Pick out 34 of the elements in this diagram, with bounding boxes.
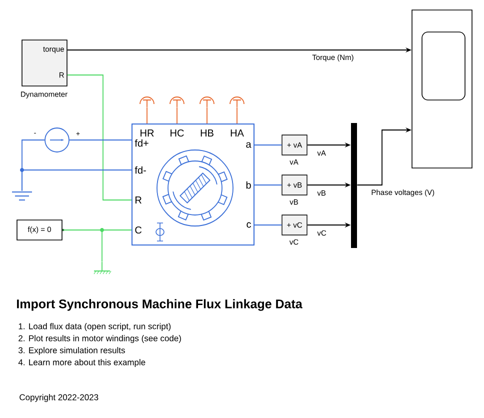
- thermal-port-symbol: [200, 96, 214, 108]
- list-item: 4. Learn more about this example: [18, 359, 146, 367]
- list-item: 2. Plot results in motor windings (see code): [18, 335, 181, 343]
- port-label: HB: [200, 130, 214, 136]
- connection-line: [102, 230, 132, 262]
- connection-line: [254, 184, 282, 186]
- connection-line: [254, 224, 282, 226]
- port-label: HC: [170, 129, 184, 137]
- port-label: c: [246, 222, 252, 228]
- title: Import Synchronous Machine Flux Linkage Data: [17, 299, 302, 311]
- connection-line: [146, 106, 148, 124]
- list-item: 3. Explore simulation results: [18, 347, 125, 355]
- port-label: R: [136, 196, 142, 204]
- port-label: C: [135, 226, 142, 234]
- connection-line: [236, 106, 238, 124]
- port-label: HA: [230, 130, 244, 136]
- connection-line: [254, 144, 282, 146]
- port-label: HR: [140, 130, 154, 136]
- port-label: a: [246, 142, 252, 148]
- thermal-port-symbol: [170, 96, 184, 108]
- port-label: fd+: [134, 139, 148, 147]
- electrical-ground-symbol: [12, 192, 32, 200]
- scope-block: [412, 10, 472, 168]
- list-item: 1. Load flux data (open script, run script): [18, 323, 171, 331]
- port-label: fd-: [134, 166, 146, 174]
- connection-line: [176, 106, 178, 124]
- connection-line: [22, 170, 132, 192]
- thermal-port-symbol: [140, 96, 154, 108]
- connection-line: [66, 74, 132, 200]
- copyright-note: Copyright 2022-2023: [20, 394, 98, 402]
- mechanical-ground-symbol: [94, 262, 112, 274]
- thermal-port-symbol: [230, 96, 244, 108]
- connection-line: [206, 106, 208, 124]
- port-label: b: [246, 181, 251, 189]
